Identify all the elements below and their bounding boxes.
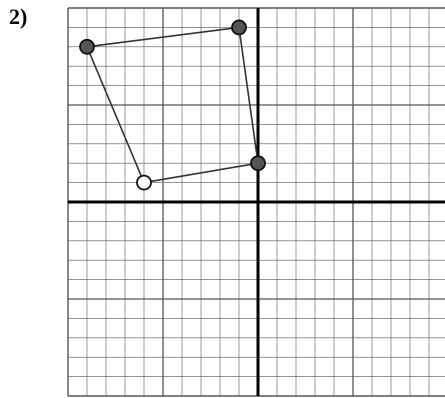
- filled-vertex-point: [231, 19, 247, 36]
- filled-vertex-point: [79, 38, 95, 55]
- polygon-edge: [86, 46, 145, 183]
- axes: [68, 8, 445, 396]
- polygon-edge: [86, 26, 240, 48]
- problem-number-label: 2): [9, 4, 28, 29]
- filled-vertex-point: [250, 155, 266, 172]
- polygon-edge: [143, 162, 259, 184]
- polygon-edge: [238, 27, 259, 164]
- quadrilateral: [86, 26, 259, 184]
- open-vertex-point: [136, 174, 152, 191]
- vertices: [79, 19, 266, 191]
